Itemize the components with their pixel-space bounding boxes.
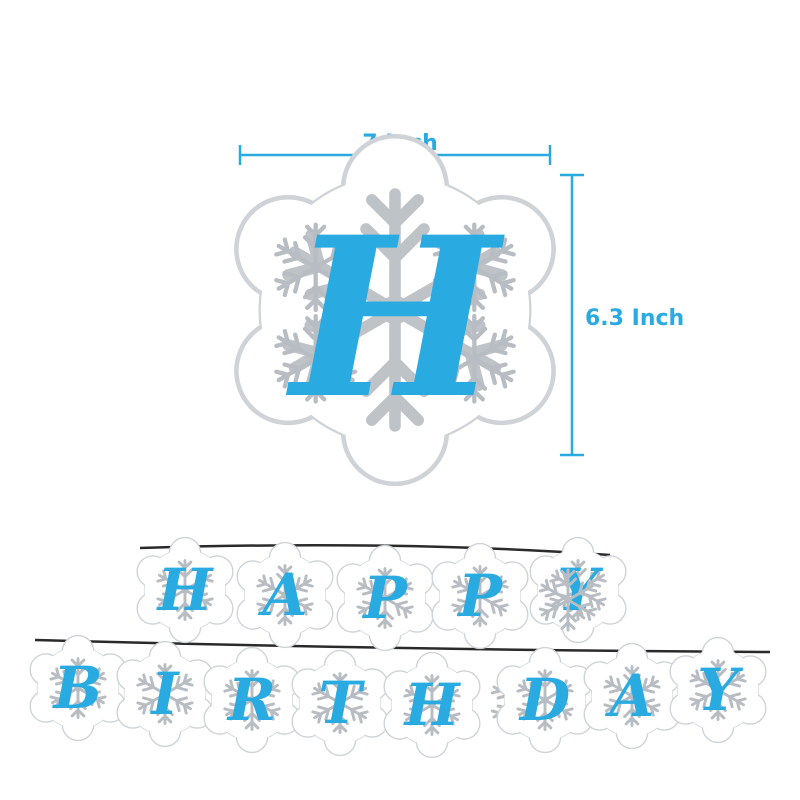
banner-letter: P xyxy=(361,564,408,632)
banner-letter: H xyxy=(403,671,462,739)
banner-line-1: H A P P Y xyxy=(136,536,627,652)
banner-line-2: B I R T H D A Y xyxy=(29,634,767,759)
banner-letter: Y xyxy=(697,656,744,724)
banner-letter: H xyxy=(156,556,215,624)
height-dimension: 6.3 Inch xyxy=(560,173,684,457)
banner-card-p: P xyxy=(431,542,529,650)
banner-card-b: B xyxy=(29,634,127,742)
banner-card-a: A xyxy=(236,541,334,649)
banner-card-h: H xyxy=(136,536,234,644)
banner-letter: B xyxy=(51,654,102,722)
sample-letter: H xyxy=(285,188,505,447)
banner-letter: I xyxy=(149,660,180,728)
banner-letter: D xyxy=(518,666,570,734)
banner-card-i: I xyxy=(116,640,214,748)
banner-letter: R xyxy=(226,666,276,734)
height-label: 6.3 Inch xyxy=(585,306,684,331)
banner-letter: A xyxy=(604,662,654,730)
banner-letter: P xyxy=(456,562,503,630)
banner-letter: A xyxy=(257,561,307,629)
banner-card-y: Y xyxy=(669,636,767,744)
banner-card-t: T xyxy=(291,649,389,757)
banner-string-2 xyxy=(34,638,771,654)
banner-card-p: P xyxy=(336,544,434,652)
banner-letter: T xyxy=(318,669,365,737)
banner-card-d: D xyxy=(496,646,594,754)
banner-card-r: R xyxy=(203,646,301,754)
banner-card-h: H xyxy=(383,651,481,759)
banner-card-a: A xyxy=(583,642,681,750)
